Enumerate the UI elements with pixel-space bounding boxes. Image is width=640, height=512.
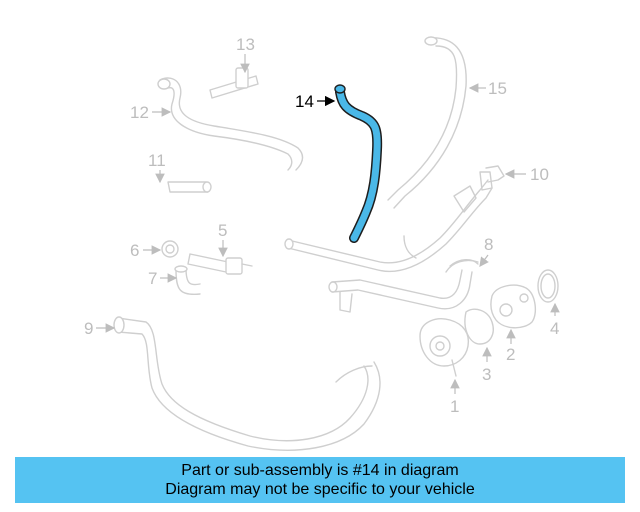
- sensor-part-5: [187, 253, 253, 275]
- svg-text:3: 3: [482, 365, 491, 384]
- parts-diagram: 13 15 12 14 11 10 5 6 8 7 9 4: [84, 35, 560, 451]
- callout-15: 15: [468, 79, 507, 98]
- info-banner: Part or sub-assembly is #14 in diagram D…: [15, 457, 625, 503]
- callout-4: 4: [550, 302, 560, 338]
- callout-12: 12: [130, 103, 172, 122]
- hose-part-13: [209, 67, 259, 99]
- callout-1: 1: [450, 378, 460, 416]
- callout-14: 14: [295, 92, 336, 111]
- banner-line-part: Part or sub-assembly is #14 in diagram: [181, 462, 459, 479]
- hose-part-7: [174, 265, 201, 296]
- lower-pipe: [328, 259, 479, 313]
- svg-text:13: 13: [236, 35, 255, 54]
- callout-7: 7: [148, 269, 178, 288]
- callout-11: 11: [148, 151, 166, 184]
- callout-5: 5: [218, 221, 228, 258]
- svg-text:14: 14: [295, 92, 314, 111]
- callout-2: 2: [506, 328, 516, 364]
- svg-text:8: 8: [484, 235, 493, 254]
- hose-part-14-highlighted[interactable]: [334, 84, 383, 243]
- fitting-part-11: [167, 181, 212, 193]
- svg-text:15: 15: [488, 79, 507, 98]
- svg-text:1: 1: [450, 397, 459, 416]
- hose-part-9: [113, 316, 381, 451]
- gasket-part-3: [464, 308, 494, 345]
- svg-text:11: 11: [148, 151, 166, 170]
- svg-text:2: 2: [506, 345, 515, 364]
- svg-text:12: 12: [130, 103, 149, 122]
- hose-part-8: [445, 259, 479, 273]
- oring-part-4: [537, 269, 559, 303]
- thermostat-part-2: [490, 284, 537, 329]
- water-pump-part-1: [419, 318, 470, 377]
- svg-text:7: 7: [148, 269, 157, 288]
- svg-text:6: 6: [130, 241, 139, 260]
- callout-8: 8: [479, 235, 493, 267]
- hose-part-15: [387, 36, 467, 209]
- callout-3: 3: [482, 346, 492, 384]
- callout-6: 6: [130, 241, 162, 260]
- svg-text:4: 4: [550, 319, 559, 338]
- fitting-part-10: [485, 165, 505, 183]
- banner-line-disclaimer: Diagram may not be specific to your vehi…: [165, 481, 475, 498]
- svg-text:9: 9: [84, 319, 93, 338]
- callout-13: 13: [236, 35, 255, 74]
- coolant-pipe-assembly: [284, 171, 493, 272]
- hose-part-12: [157, 77, 304, 171]
- svg-text:5: 5: [218, 221, 227, 240]
- clamp-part-6: [161, 240, 179, 258]
- callout-10: 10: [504, 165, 549, 184]
- svg-text:10: 10: [530, 165, 549, 184]
- callout-9: 9: [84, 319, 116, 338]
